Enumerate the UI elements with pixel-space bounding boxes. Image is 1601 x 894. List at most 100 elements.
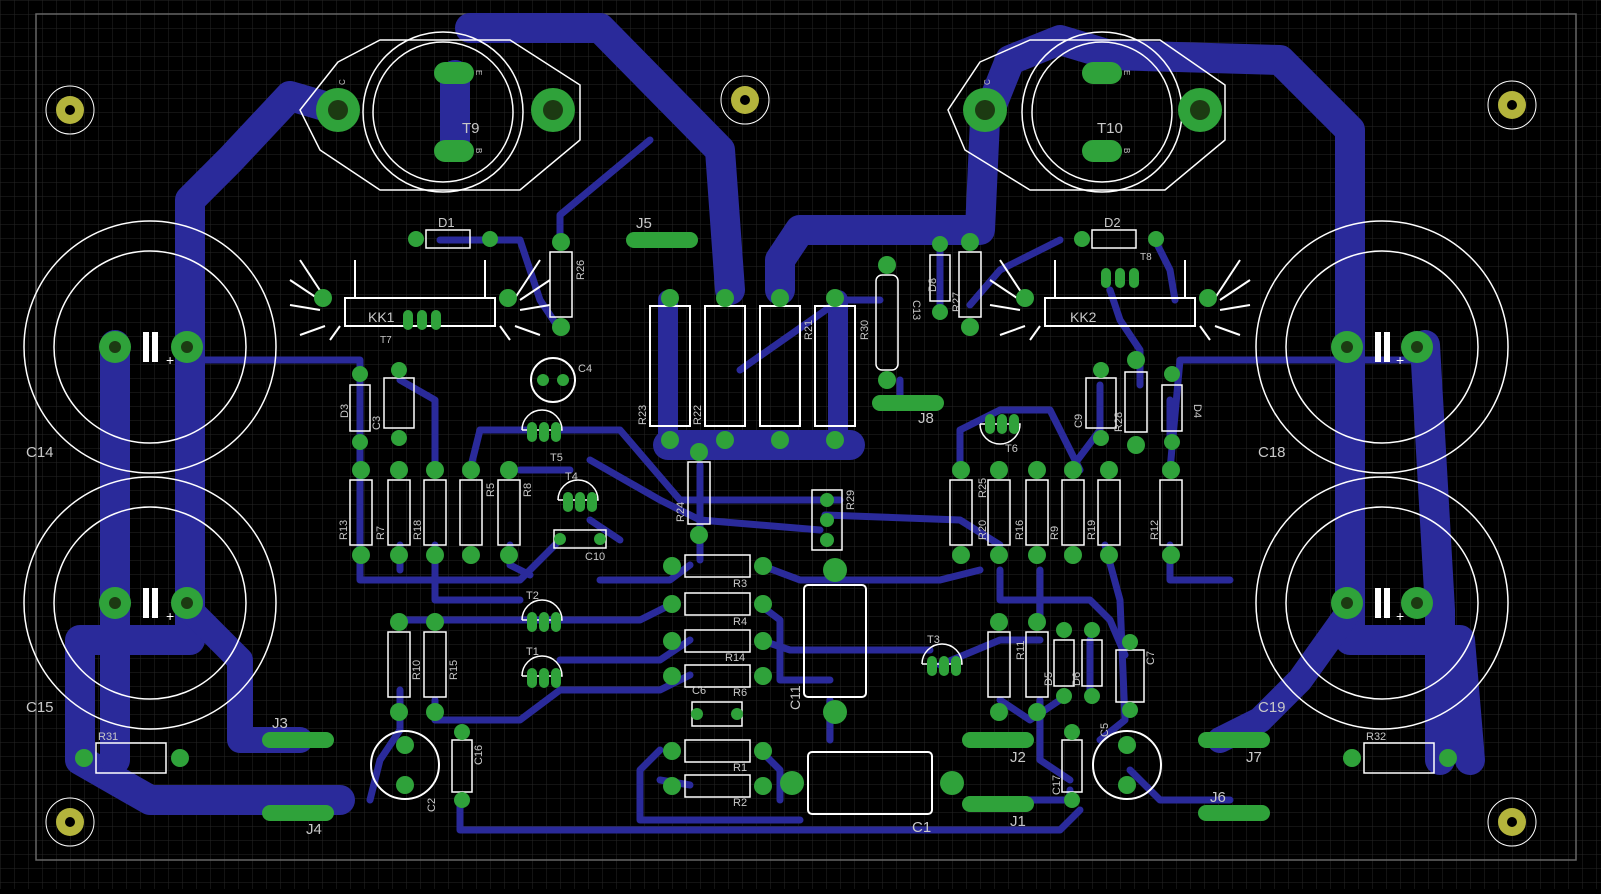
label-J8: J8 [918,410,934,427]
mount-hole-tr [1487,80,1537,130]
label-C7: C7 [1145,651,1157,665]
drill-holes [109,100,1423,609]
plus-C15: + [166,608,174,624]
label-C6: C6 [692,685,706,697]
label-C19: C19 [1258,699,1286,716]
label-D2: D2 [1104,215,1121,230]
diodes [349,229,1183,687]
heatsinks [289,259,1251,341]
label-C3: C3 [371,416,383,430]
label-J3: J3 [272,715,288,732]
label-C15: C15 [26,699,54,716]
label-T7: T7 [380,335,392,346]
plus-C14: + [166,352,174,368]
label-R22: R22 [692,405,704,425]
label-T4: T4 [565,471,578,483]
label-R8: R8 [522,483,534,497]
label-R1: R1 [733,762,747,774]
label-C17: C17 [1051,775,1063,795]
label-C16: C16 [473,745,485,765]
label-KK2: KK2 [1070,309,1097,325]
pin-B-T9: B [474,148,483,153]
J3-jumper [262,732,334,748]
mount-hole-br [1487,797,1537,847]
label-R13: R13 [338,520,350,540]
label-R26: R26 [575,260,587,280]
label-R12: R12 [1149,520,1161,540]
silkscreen-labels: T9 T10 D1 D2 KK1 KK2 T7 T8 J5 J8 C4 C14 … [26,70,1404,838]
label-D3: D3 [339,404,351,418]
label-C14: C14 [26,444,54,461]
label-T3: T3 [927,634,940,646]
KK1-outline [289,259,551,341]
pin-C-T9: C [338,79,347,85]
pads-layer [75,62,1457,808]
small-transistors [521,409,1021,677]
T9-outline [299,31,581,193]
label-C11: C11 [787,685,803,710]
label-D5: D5 [1043,672,1055,686]
mounting-holes [45,75,1537,847]
resistor-outlines [95,251,1435,798]
label-R7: R7 [375,526,387,540]
label-R19: R19 [1086,520,1098,540]
label-R10: R10 [411,660,423,680]
label-T8: T8 [1140,252,1152,263]
label-R5: R5 [485,483,497,497]
label-R16: R16 [1014,520,1026,540]
to92-pads [403,268,1139,688]
label-J7: J7 [1246,749,1262,766]
label-D4: D4 [1191,404,1203,418]
label-J4: J4 [306,821,322,838]
label-T2: T2 [526,590,539,602]
label-D1: D1 [438,215,455,230]
J8-jumper [872,395,944,411]
label-J1: J1 [1010,813,1026,830]
pin-E-T9: E [474,70,483,75]
label-R31: R31 [98,731,118,743]
label-D8: D8 [927,278,939,292]
plus-C19: + [1396,608,1404,624]
mount-hole-tc [720,75,770,125]
pin-B-T10: B [1122,148,1131,153]
label-T5: T5 [550,452,563,464]
mount-hole-tl [45,85,95,135]
label-R28: R28 [1113,412,1125,432]
label-R4: R4 [733,616,747,628]
C19-outline [1255,476,1509,730]
J6-jumper [1198,805,1270,821]
label-C10: C10 [585,551,605,563]
label-C1: C1 [912,819,931,836]
label-C9: C9 [1073,414,1085,428]
label-C5: C5 [1099,723,1111,737]
label-R15: R15 [448,660,460,680]
label-R29: R29 [845,490,857,510]
label-T1: T1 [526,646,539,658]
J5-jumper [626,232,698,248]
C14-outline [23,220,277,474]
electrolytic-caps-large [23,220,1509,730]
label-R25: R25 [977,478,989,498]
label-R3: R3 [733,578,747,590]
label-R32: R32 [1366,731,1386,743]
J4-jumper [262,805,334,821]
traces-layer [65,13,1485,834]
label-J5: J5 [636,215,652,232]
T10-pads [963,62,1222,162]
mount-hole-bl [45,797,95,847]
board-outline [35,13,1577,861]
label-C18: C18 [1258,444,1286,461]
pin-C-T10: C [983,79,992,85]
label-J6: J6 [1210,789,1226,806]
label-R11: R11 [1015,641,1027,660]
label-R27: R27 [951,292,963,312]
pin-E-T10: E [1122,70,1131,75]
label-R9: R9 [1049,526,1061,540]
label-R21: R21 [803,320,815,340]
label-J2: J2 [1010,749,1026,766]
label-C2: C2 [426,798,438,812]
J7-jumper [1198,732,1270,748]
label-C13: C13 [910,300,922,320]
label-R6: R6 [733,687,747,699]
